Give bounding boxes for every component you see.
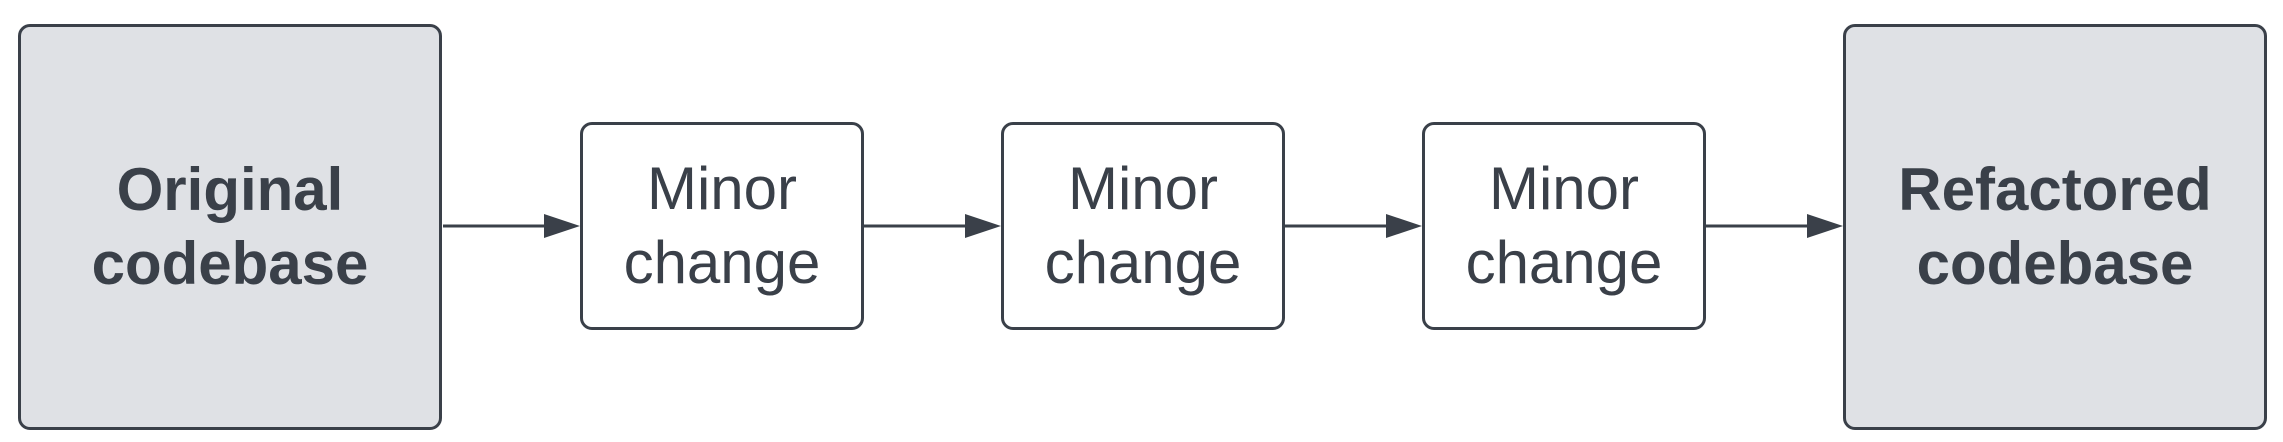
original-codebase-label: Original codebase [91,156,369,297]
minor-change-label-3: Minor change [1465,155,1663,296]
refactored-codebase-label: Refactored codebase [1898,156,2212,297]
minor-change-box-1: Minor change [580,122,864,330]
minor-change-box-2: Minor change [1001,122,1285,330]
minor-change-label-1: Minor change [623,155,821,296]
arrow-change3-to-refactored [1706,214,1843,238]
refactored-codebase-box: Refactored codebase [1843,24,2267,430]
arrow-original-to-change1 [443,214,580,238]
arrow-change1-to-change2 [864,214,1001,238]
minor-change-label-2: Minor change [1044,155,1242,296]
original-codebase-box: Original codebase [18,24,442,430]
minor-change-box-3: Minor change [1422,122,1706,330]
arrow-change2-to-change3 [1285,214,1422,238]
